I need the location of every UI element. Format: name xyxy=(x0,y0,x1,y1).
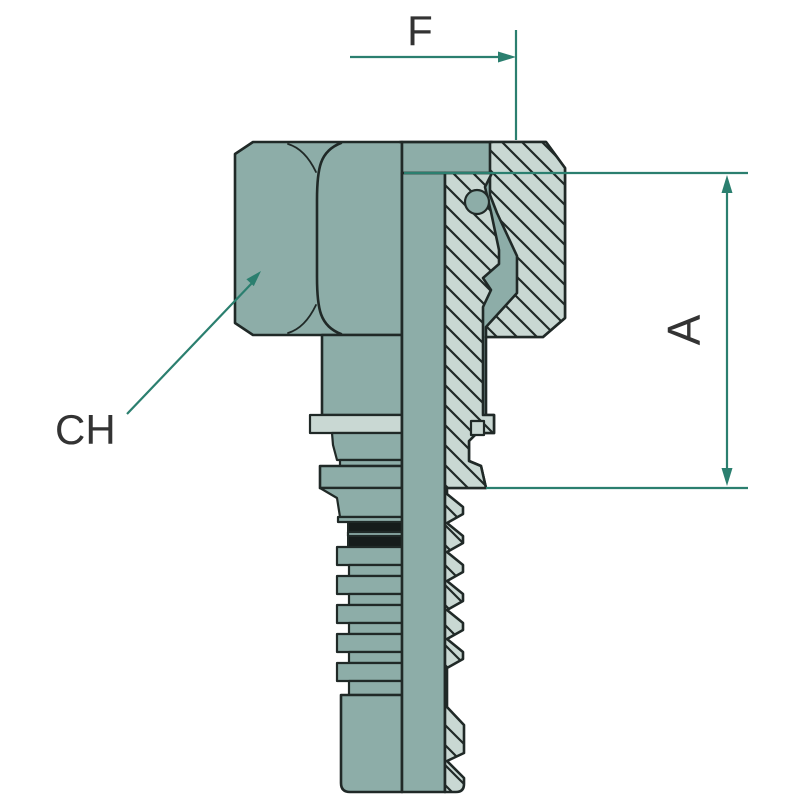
barb-sawtooth-hatched xyxy=(443,486,466,794)
tail-neck xyxy=(318,486,404,519)
dim-a-arrowhead-down xyxy=(721,468,733,486)
retaining-wire-groove xyxy=(469,419,486,437)
ch-leader-arrowhead xyxy=(246,271,261,287)
barb-valley xyxy=(347,563,404,578)
barb-band xyxy=(335,574,404,596)
dim-f-arrowhead xyxy=(498,51,516,63)
nut-cross-section xyxy=(398,140,567,794)
hose-barbs-cross-section xyxy=(443,486,466,794)
barb-valley xyxy=(347,679,404,697)
dimension-label-f: F xyxy=(407,7,433,54)
tail-end-cap xyxy=(339,693,404,794)
barb-valley xyxy=(347,621,404,636)
hex-shoulder-flange xyxy=(318,464,404,490)
barb-groove-dark xyxy=(347,535,403,548)
dimension-label-ch: CH xyxy=(55,406,116,453)
shank-neck xyxy=(320,333,404,417)
hex-chamfer-bottom xyxy=(287,304,317,334)
barb-band xyxy=(335,632,404,654)
crimp-collar xyxy=(308,413,404,435)
hex-facet-edge xyxy=(315,141,343,336)
nut-wall-hatched xyxy=(484,140,567,339)
barb-band xyxy=(335,661,404,683)
check-ball xyxy=(463,188,491,216)
dimension-f: F xyxy=(350,7,518,140)
ch-leader-line xyxy=(126,282,253,415)
barb-valley xyxy=(347,650,404,665)
dimension-a: A xyxy=(404,171,748,490)
barb-band xyxy=(335,545,404,567)
collar-undercut xyxy=(330,431,404,462)
barb-groove-dark xyxy=(347,521,403,533)
fitting-shank-side-view xyxy=(308,333,404,519)
hex-nut-side-view xyxy=(233,140,404,337)
barb-band xyxy=(335,603,404,625)
dimension-ch: CH xyxy=(55,271,261,453)
nipple-wall-hatched xyxy=(443,171,501,490)
bore-column xyxy=(400,171,447,794)
hose-barbs-side-view xyxy=(335,515,404,794)
dim-a-arrowhead-up xyxy=(721,175,733,193)
dimension-label-a: A xyxy=(658,314,710,345)
barb-valley xyxy=(347,592,404,607)
hex-chamfer-top xyxy=(287,143,317,173)
